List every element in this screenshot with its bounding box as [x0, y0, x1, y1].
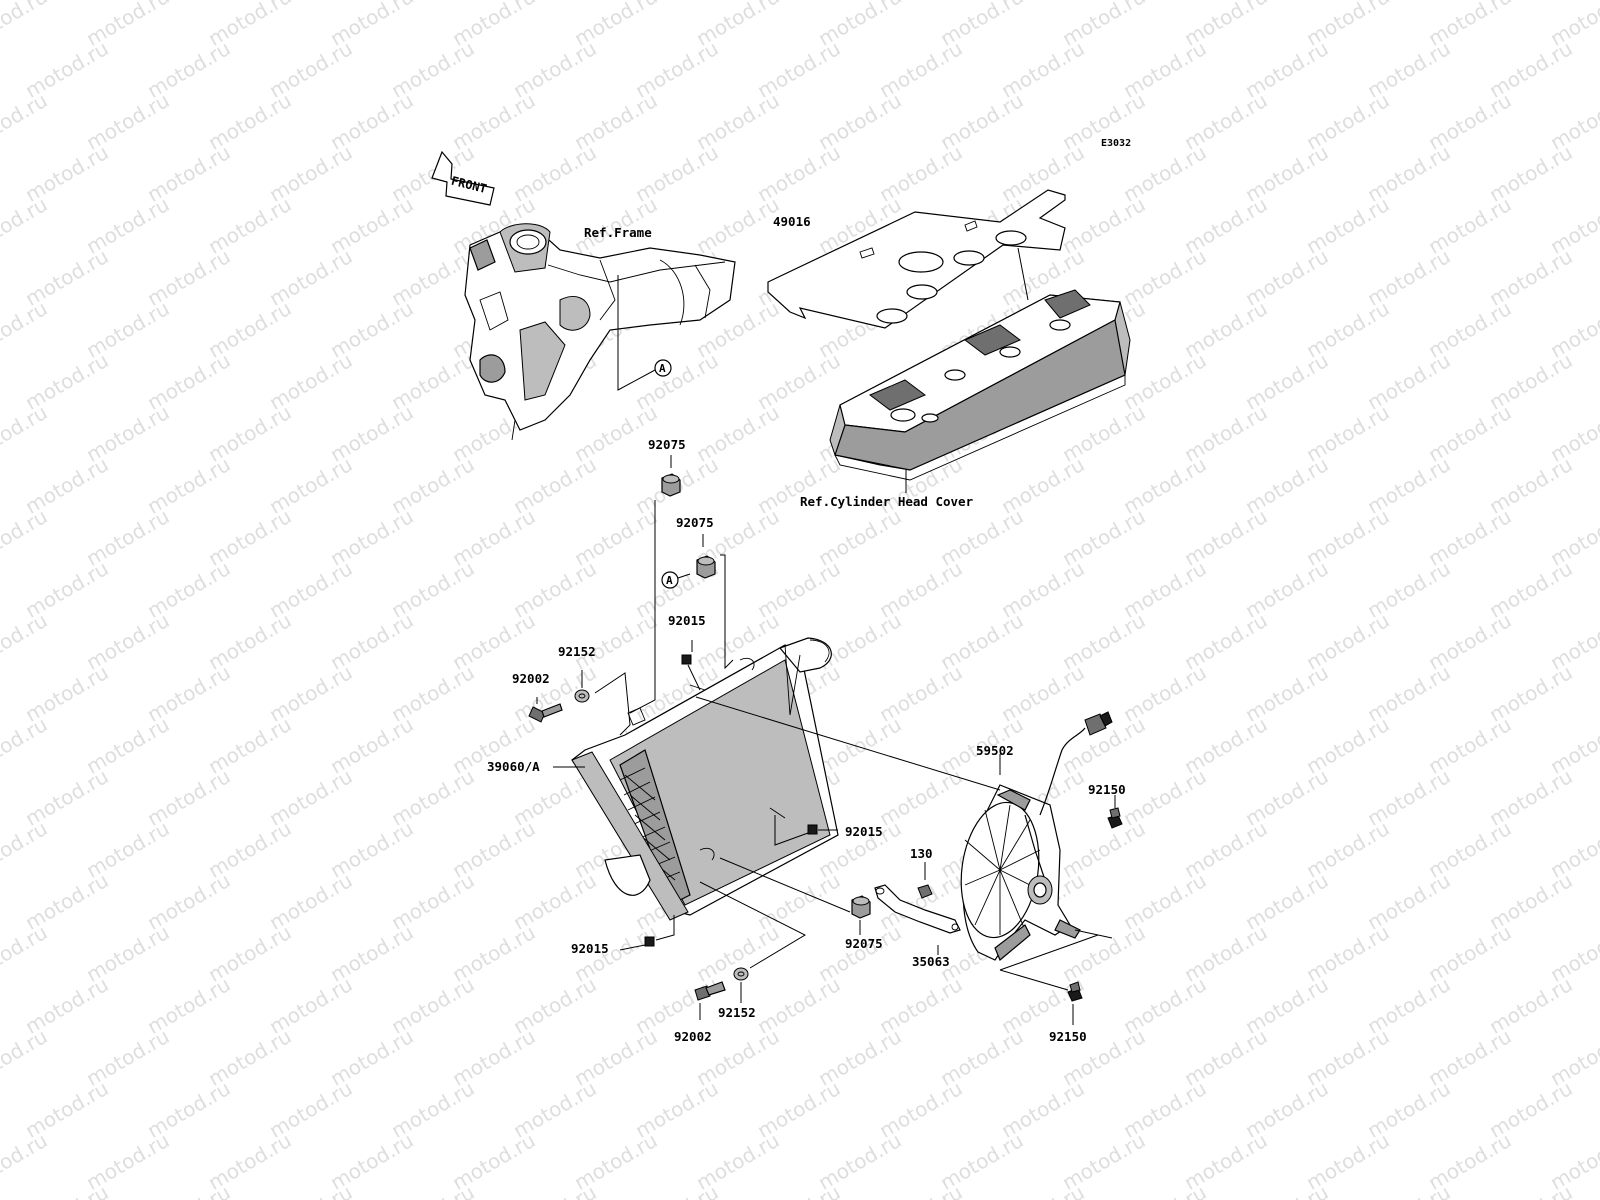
label-39060-a: 39060/A: [487, 759, 540, 774]
bolt-92002-bottom: [694, 981, 726, 1001]
clip-92015-top: [681, 654, 692, 665]
frame-illustration: [464, 223, 736, 441]
label-92150-right: 92150: [1088, 782, 1126, 797]
screw-92150-right: [1107, 807, 1123, 829]
grommet-92075-bottom: [851, 895, 871, 919]
label-92002-left: 92002: [512, 671, 550, 686]
nut-130: [917, 884, 933, 899]
clip-92015-bottom: [644, 936, 655, 947]
label-92015-mid: 92015: [845, 824, 883, 839]
callout-a-frame: [654, 359, 672, 377]
label-92152-bottom: 92152: [718, 1005, 756, 1020]
callout-a-frame-letter: A: [659, 362, 666, 375]
label-49016: 49016: [773, 214, 811, 229]
bracket-35063: [874, 884, 961, 934]
label-130: 130: [910, 846, 933, 861]
washer-92152-left: [574, 689, 590, 703]
label-92015-bottom: 92015: [571, 941, 609, 956]
bolt-92002-left: [528, 703, 563, 723]
insulator-plate-49016: [767, 189, 1066, 329]
front-arrow-icon: FRONT: [431, 150, 495, 206]
callout-a-grommet-letter: A: [666, 574, 673, 587]
label-35063: 35063: [912, 954, 950, 969]
label-92015-top: 92015: [668, 613, 706, 628]
diagram-code: E3032: [1101, 138, 1132, 149]
label-59502: 59502: [976, 743, 1014, 758]
label-92075-bottom: 92075: [845, 936, 883, 951]
cylinder-head-cover-illustration: [829, 289, 1131, 481]
label-92075-top: 92075: [648, 437, 686, 452]
callout-a-grommet: [661, 571, 679, 589]
label-92152-left: 92152: [558, 644, 596, 659]
grommet-92075-mid: [696, 555, 716, 579]
label-ref-frame: Ref.Frame: [584, 225, 652, 240]
radiator-illustration: [571, 637, 839, 921]
label-92075-mid: 92075: [676, 515, 714, 530]
clip-92015-mid: [807, 824, 818, 835]
label-92150-bottom: 92150: [1049, 1029, 1087, 1044]
grommet-92075-top: [661, 473, 681, 497]
label-92002-bottom: 92002: [674, 1029, 712, 1044]
label-ref-cylinder-head-cover: Ref.Cylinder Head Cover: [800, 494, 974, 509]
fan-assembly-illustration: [960, 711, 1113, 961]
screw-92150-bottom: [1067, 981, 1083, 1002]
washer-92152-bottom: [733, 967, 749, 981]
